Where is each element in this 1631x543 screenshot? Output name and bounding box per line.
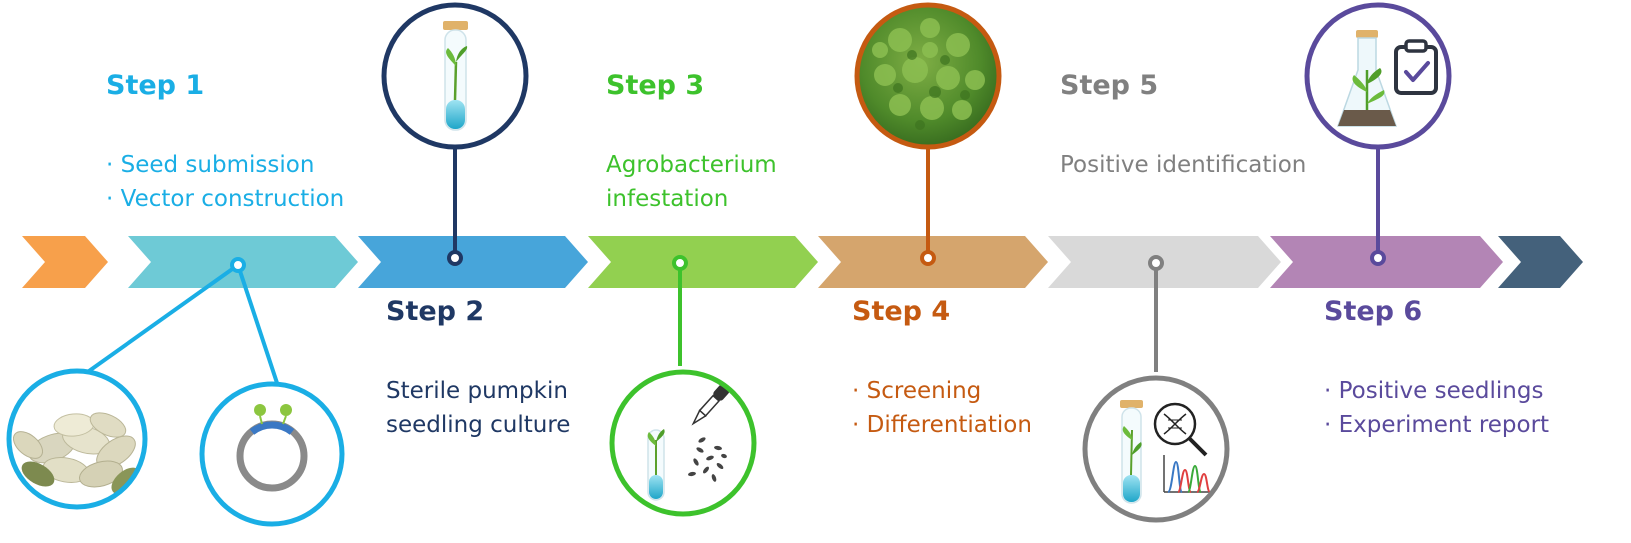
chevron-step-6	[1270, 236, 1503, 288]
step-1-line-1: · Seed submission	[106, 152, 315, 178]
step-2-line-1: Sterile pumpkin	[386, 378, 568, 404]
step-5-node	[1148, 255, 1164, 271]
step-3-node	[672, 255, 688, 271]
step-5-line-1: Positive identification	[1060, 152, 1307, 178]
step-2-line-2: seedling culture	[386, 412, 571, 438]
step-6-graphics	[1304, 2, 1452, 266]
step-6-line-1: · Positive seedlings	[1324, 378, 1544, 404]
step-2-graphics	[381, 2, 529, 266]
step-4-node	[920, 250, 936, 266]
step-6-description: · Positive seedlings · Experiment report	[1324, 374, 1549, 442]
step-3-description: Agrobacterium infestation	[606, 148, 777, 216]
step-6-title: Step 6	[1324, 296, 1423, 327]
step-6-node	[1370, 250, 1386, 266]
step-1-graphics	[6, 257, 345, 527]
step-4-line-2: · Differentiation	[852, 412, 1032, 438]
step-2-description: Sterile pumpkin seedling culture	[386, 374, 570, 442]
seedling-test-tube-icon	[381, 2, 529, 150]
step-6-line-2: · Experiment report	[1324, 412, 1550, 438]
flask-report-icon	[1304, 2, 1452, 150]
step-1-title: Step 1	[106, 70, 205, 101]
step-3-line-1: Agrobacterium	[606, 152, 777, 178]
step-2-node	[447, 250, 463, 266]
chevron-step-2	[358, 236, 588, 288]
step-2-title: Step 2	[386, 296, 485, 327]
step-1-connector-seeds	[80, 263, 240, 378]
step-4-graphics	[854, 2, 1002, 266]
callus-tissue-icon	[854, 2, 1002, 150]
step-1-node	[230, 257, 246, 273]
dna-identification-icon	[1082, 375, 1230, 523]
plasmid-vector-icon	[199, 381, 345, 527]
step-4-line-1: · Screening	[852, 378, 982, 404]
chevron-end	[1498, 236, 1583, 288]
chevron-band	[22, 236, 1583, 288]
step-4-title: Step 4	[852, 296, 951, 327]
step-3-line-2: infestation	[606, 186, 729, 212]
step-5-graphics	[1082, 255, 1230, 523]
step-1-line-2: · Vector construction	[106, 186, 345, 212]
step-3-title: Step 3	[606, 70, 705, 101]
chevron-step-5	[1048, 236, 1281, 288]
step-3-graphics	[609, 255, 757, 517]
step-4-description: · Screening · Differentiation	[852, 374, 1032, 442]
agrobacterium-dropper-icon	[609, 369, 757, 517]
step-5-title: Step 5	[1060, 70, 1159, 101]
pumpkin-seeds-icon	[6, 368, 148, 510]
step-1-description: · Seed submission · Vector construction	[106, 148, 344, 216]
chevron-step-3	[588, 236, 818, 288]
step-5-description: Positive identification	[1060, 148, 1306, 182]
chevron-start	[22, 236, 108, 288]
step-1-connector-plasmid	[236, 264, 282, 393]
